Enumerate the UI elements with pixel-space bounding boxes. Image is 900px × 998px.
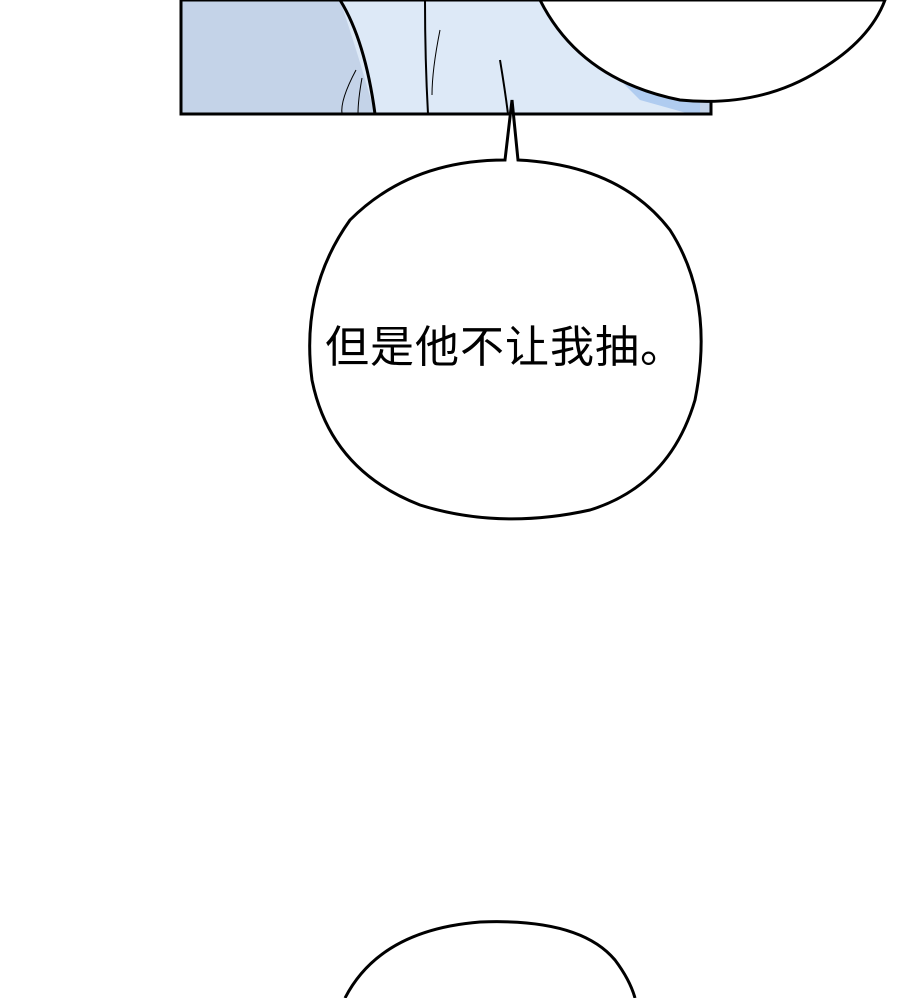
speech-bubble-text: 但是他不让我抽。 [325, 322, 685, 373]
speech-bubble-top [538, 0, 887, 103]
speech-bubble-bottom [343, 920, 637, 998]
speech-bubble-main [308, 99, 703, 521]
